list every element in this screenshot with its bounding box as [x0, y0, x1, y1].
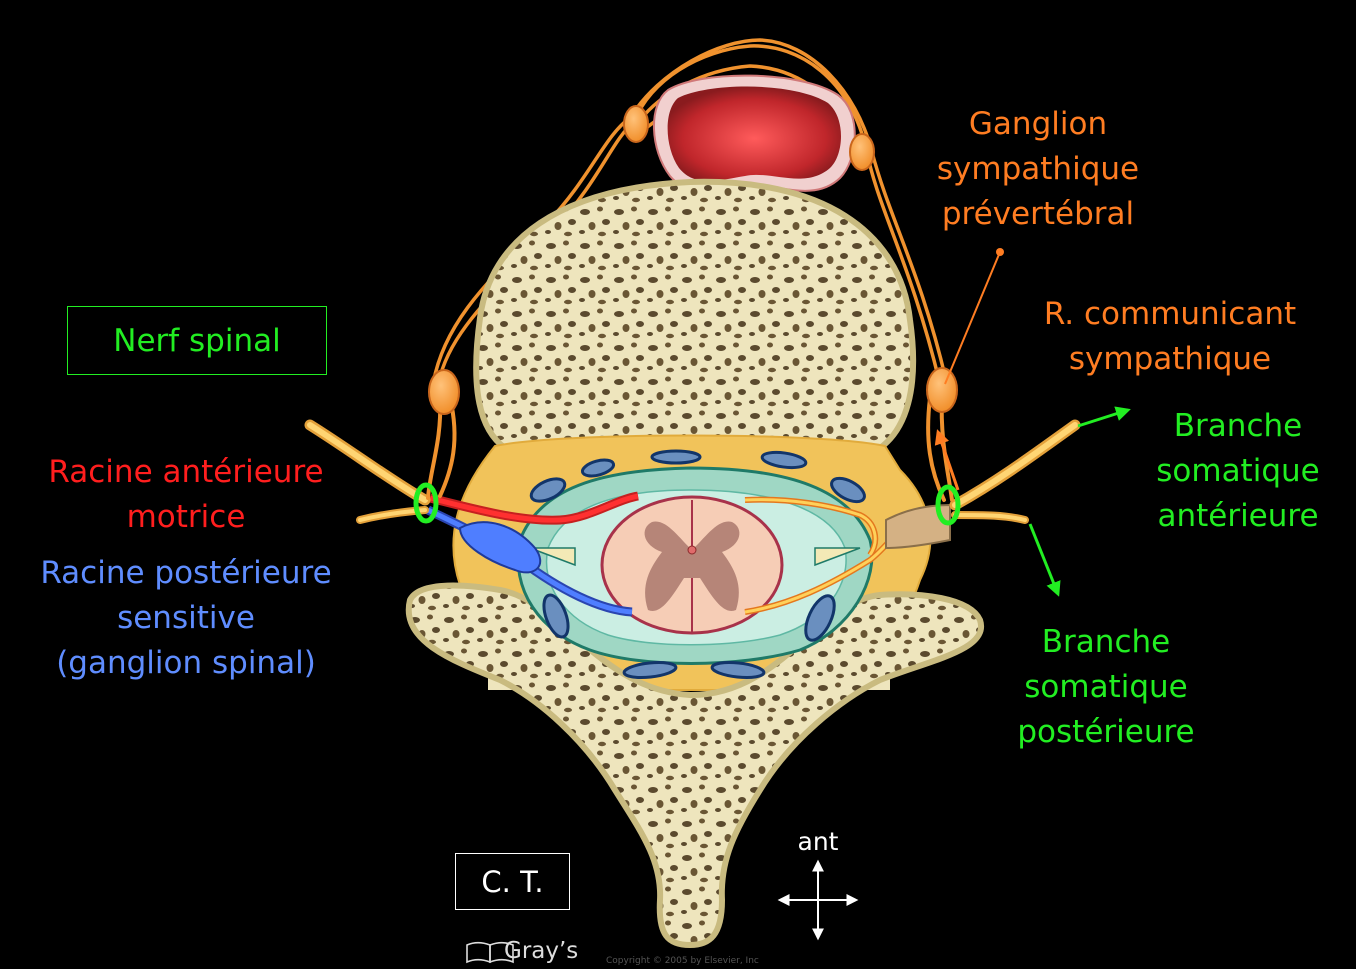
vertebral-arch [405, 582, 985, 949]
ct-box: C. T. [455, 853, 570, 910]
ganglion-pointer [944, 251, 1001, 385]
orientation-cross-icon [777, 859, 859, 941]
credit-label: Gray’s [504, 938, 579, 964]
book-icon [466, 941, 514, 964]
ganglion-label: Ganglion sympathique prévertébral [936, 106, 1140, 232]
vertebral-body [473, 178, 917, 451]
anterior-root-label: Racine antérieure motrice [48, 454, 324, 535]
posterior-branch-label: Branche somatique postérieure [1017, 624, 1195, 750]
posterior-branch-arrow [1028, 523, 1061, 597]
ct-label: C. T. [481, 864, 544, 899]
spinal-cord [600, 495, 784, 635]
left-posterior-root [426, 505, 633, 617]
spinal-nerve-rings [413, 482, 961, 526]
copyright-label: Copyright © 2005 by Elsevier, Inc [606, 956, 759, 966]
posterior-root-label: Racine postérieure sensitive (ganglion s… [40, 555, 332, 681]
sympathetic-ganglia [428, 105, 958, 415]
communicant-label: R. communicant sympathique [1043, 296, 1297, 377]
communicant-arrow [934, 429, 960, 491]
orientation-label: ant [797, 827, 839, 856]
aorta [652, 74, 856, 193]
right-roots [744, 496, 951, 615]
epidural-veins [529, 449, 866, 679]
anterior-branch-label: Branche somatique antérieure [1156, 408, 1320, 534]
spinal-nerve-label: Nerf spinal [113, 322, 281, 359]
left-anterior-root [428, 491, 639, 525]
spinal-nerve-box: Nerf spinal [67, 306, 327, 375]
anterior-branch-arrow [1077, 406, 1131, 428]
annotation-pointers [934, 248, 1131, 597]
